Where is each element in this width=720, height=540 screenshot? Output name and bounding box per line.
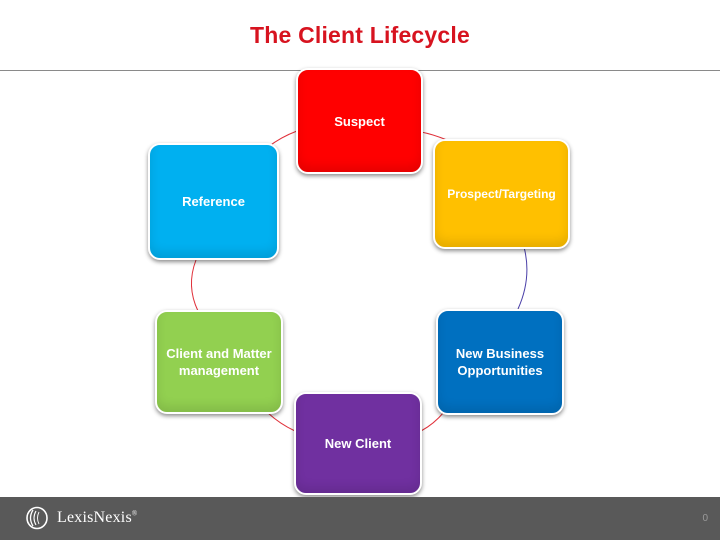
- lexisnexis-logo: LexisNexis®: [24, 506, 137, 530]
- slide-title: The Client Lifecycle: [249, 22, 470, 48]
- node-prospect-label: Prospect/Targeting: [447, 186, 556, 201]
- connector-opportunities-newclient: [420, 411, 445, 432]
- page-number: 0: [702, 513, 708, 524]
- connector-management-reference: [191, 259, 199, 312]
- node-suspect-label: Suspect: [334, 113, 385, 129]
- node-new-client-label: New Client: [324, 436, 392, 451]
- node-client-matter-management: Client and Matter management: [155, 310, 283, 414]
- lexisnexis-emblem-icon: [26, 506, 48, 530]
- node-opportunities-label: New Business Opportunities: [455, 346, 545, 378]
- node-management-label: Client and Matter management: [166, 346, 272, 378]
- node-prospect-targeting: Prospect/Targeting: [433, 139, 570, 249]
- node-reference: Reference: [148, 143, 279, 260]
- node-new-business-opportunities: New Business Opportunities: [436, 309, 564, 415]
- connector-prospect-opportunities: [517, 246, 528, 310]
- brand-name: LexisNexis®: [57, 509, 138, 526]
- node-new-client: New Client: [294, 392, 422, 495]
- node-suspect: Suspect: [296, 68, 423, 174]
- footer-bar: LexisNexis® 0: [0, 497, 720, 540]
- connector-newclient-management: [267, 412, 296, 432]
- node-reference-label: Reference: [182, 194, 245, 209]
